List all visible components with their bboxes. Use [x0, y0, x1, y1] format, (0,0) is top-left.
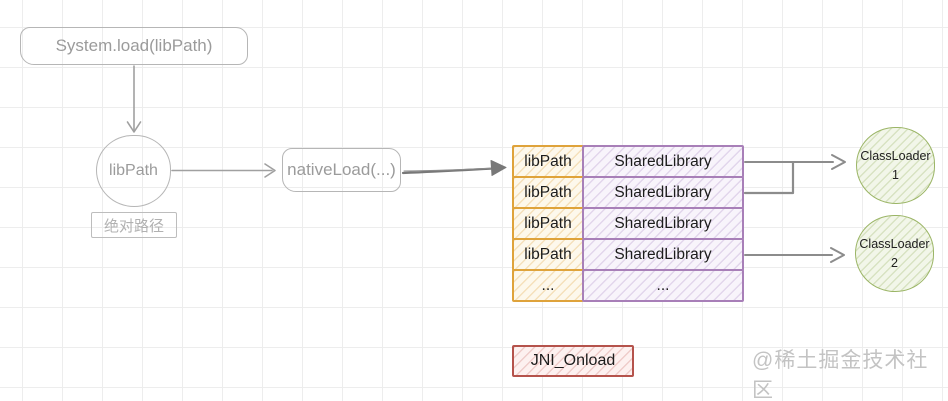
shared-library-table: libPath SharedLibrary libPath SharedLibr… — [512, 145, 744, 302]
label-absolute-path-text: 绝对路径 — [103, 217, 164, 235]
table-cell-sharedlibrary: SharedLibrary — [582, 145, 744, 178]
node-native-load: nativeLoad(...) — [282, 148, 401, 192]
arrow-row2-to-classloader1 — [743, 161, 795, 195]
classloader2-name: ClassLoader — [859, 237, 930, 252]
node-native-load-label: nativeLoad(...) — [287, 160, 396, 179]
node-jni-onload: JNI_Onload — [512, 345, 634, 377]
table-cell-sharedlibrary: SharedLibrary — [582, 176, 744, 209]
table-cell-sharedlibrary: SharedLibrary — [582, 238, 744, 271]
arrow-libpath-to-nativeload — [171, 163, 276, 178]
table-row-ellipsis: ... ... — [512, 269, 744, 302]
node-libpath-circle: libPath — [96, 135, 171, 207]
node-system-load-label: System.load(libPath) — [55, 36, 213, 55]
classloader1-number: 1 — [892, 167, 899, 182]
classloader2-number: 2 — [891, 255, 898, 270]
arrow-systemload-to-libpath — [126, 65, 142, 133]
table-cell-ellipsis: ... — [512, 269, 584, 302]
node-jni-onload-label: JNI_Onload — [530, 352, 616, 369]
table-cell-sharedlibrary: SharedLibrary — [582, 207, 744, 240]
watermark-juejin: @稀土掘金技术社区 — [752, 349, 929, 401]
arrow-row4-to-classloader2 — [744, 247, 845, 263]
node-classloader-2: ClassLoader 2 — [855, 215, 934, 292]
table-cell-libpath: libPath — [512, 176, 584, 209]
table-cell-libpath: libPath — [512, 207, 584, 240]
table-row: libPath SharedLibrary — [512, 176, 744, 209]
table-cell-libpath: libPath — [512, 145, 584, 178]
classloader1-name: ClassLoader — [860, 149, 931, 164]
arrow-row1-to-classloader1 — [744, 154, 846, 170]
node-libpath-label: libPath — [109, 162, 158, 179]
arrow-nativeload-to-table — [401, 160, 507, 176]
table-cell-ellipsis: ... — [582, 269, 744, 302]
node-classloader-1: ClassLoader 1 — [856, 127, 935, 204]
table-row: libPath SharedLibrary — [512, 238, 744, 271]
table-row: libPath SharedLibrary — [512, 145, 744, 178]
label-absolute-path: 绝对路径 — [91, 212, 177, 238]
table-cell-libpath: libPath — [512, 238, 584, 271]
node-system-load: System.load(libPath) — [20, 27, 248, 65]
table-row: libPath SharedLibrary — [512, 207, 744, 240]
